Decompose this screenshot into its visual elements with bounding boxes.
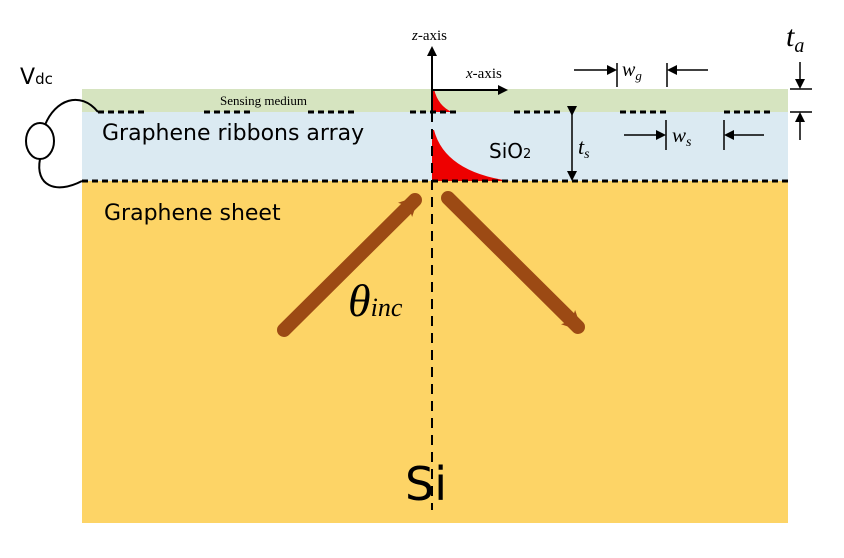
sheet-label: Graphene sheet (104, 201, 281, 226)
wg-label: wg (622, 59, 642, 83)
incident-beam (277, 193, 422, 337)
wg-dimension (574, 63, 708, 87)
ribbons-label: Graphene ribbons array (102, 121, 364, 146)
ta-label: ta (786, 20, 804, 57)
field-profile-upper (432, 89, 452, 112)
x-axis-label: x-axis (465, 66, 502, 82)
ts-label: ts (578, 134, 590, 162)
ws-dimension (624, 120, 764, 150)
si-substrate (82, 181, 788, 523)
sensing-medium-label: Sensing medium (220, 93, 307, 108)
ta-dimension (790, 62, 812, 140)
z-axis-label: z-axis (411, 28, 447, 44)
field-profile-lower (432, 130, 510, 181)
si-label: Si (405, 457, 447, 511)
reflected-beam (441, 191, 585, 334)
ws-label: ws (672, 123, 692, 150)
voltage-source (25, 98, 99, 189)
sio2-label: SiO2 (489, 139, 531, 163)
theta-inc-label: θinc (348, 275, 403, 326)
vdc-label: Vdc (20, 65, 53, 90)
